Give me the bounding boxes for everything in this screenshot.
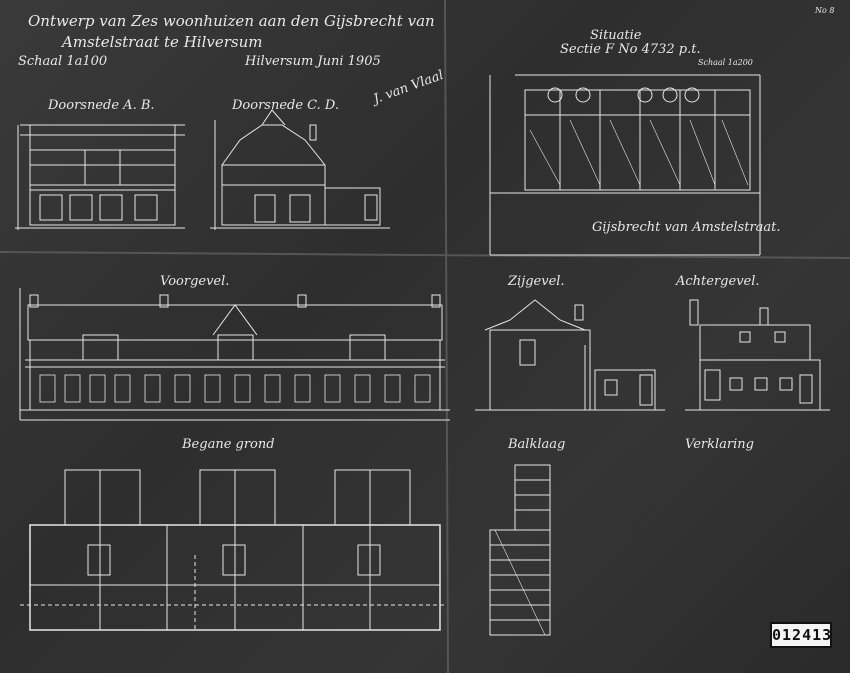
section-ab-label: Doorsnede A. B. <box>48 98 155 113</box>
verklaring-label: Verklaring <box>685 437 754 452</box>
situatie-sectie: Sectie F No 4732 p.t. <box>560 42 701 57</box>
scale-left: Schaal 1a100 <box>18 54 108 69</box>
situatie-scale: Schaal 1a200 <box>698 58 753 67</box>
situatie-title: Situatie <box>590 28 642 43</box>
section-cd-drawing <box>210 109 390 230</box>
fold-line-vertical <box>444 0 449 673</box>
street-name: Gijsbrecht van Amstelstraat. <box>592 220 781 235</box>
voorgevel-label: Voorgevel. <box>160 274 230 289</box>
balklaag-drawing <box>489 464 551 636</box>
begane-grond-drawing <box>20 469 445 631</box>
balklaag-label: Balklaag <box>508 437 566 452</box>
title-line-2: Amstelstraat te Hilversum <box>62 33 263 51</box>
achtergevel-label: Achtergevel. <box>676 274 760 289</box>
archive-number-stamp: 012413 <box>770 622 832 648</box>
place-date: Hilversum Juni 1905 <box>245 54 381 69</box>
voorgevel-drawing <box>19 288 450 421</box>
section-cd-label: Doorsnede C. D. <box>232 98 340 113</box>
sheet-number: No 8 <box>815 6 835 15</box>
begane-grond-label: Begane grond <box>182 437 275 452</box>
zijgevel-drawing <box>475 299 665 411</box>
situatie-drawing <box>489 74 761 256</box>
section-ab-drawing <box>15 124 185 230</box>
zijgevel-label: Zijgevel. <box>508 274 565 289</box>
fold-line-horizontal <box>0 251 850 259</box>
title-line-1: Ontwerp van Zes woonhuizen aan den Gijsb… <box>28 12 435 30</box>
achtergevel-drawing <box>685 299 830 411</box>
